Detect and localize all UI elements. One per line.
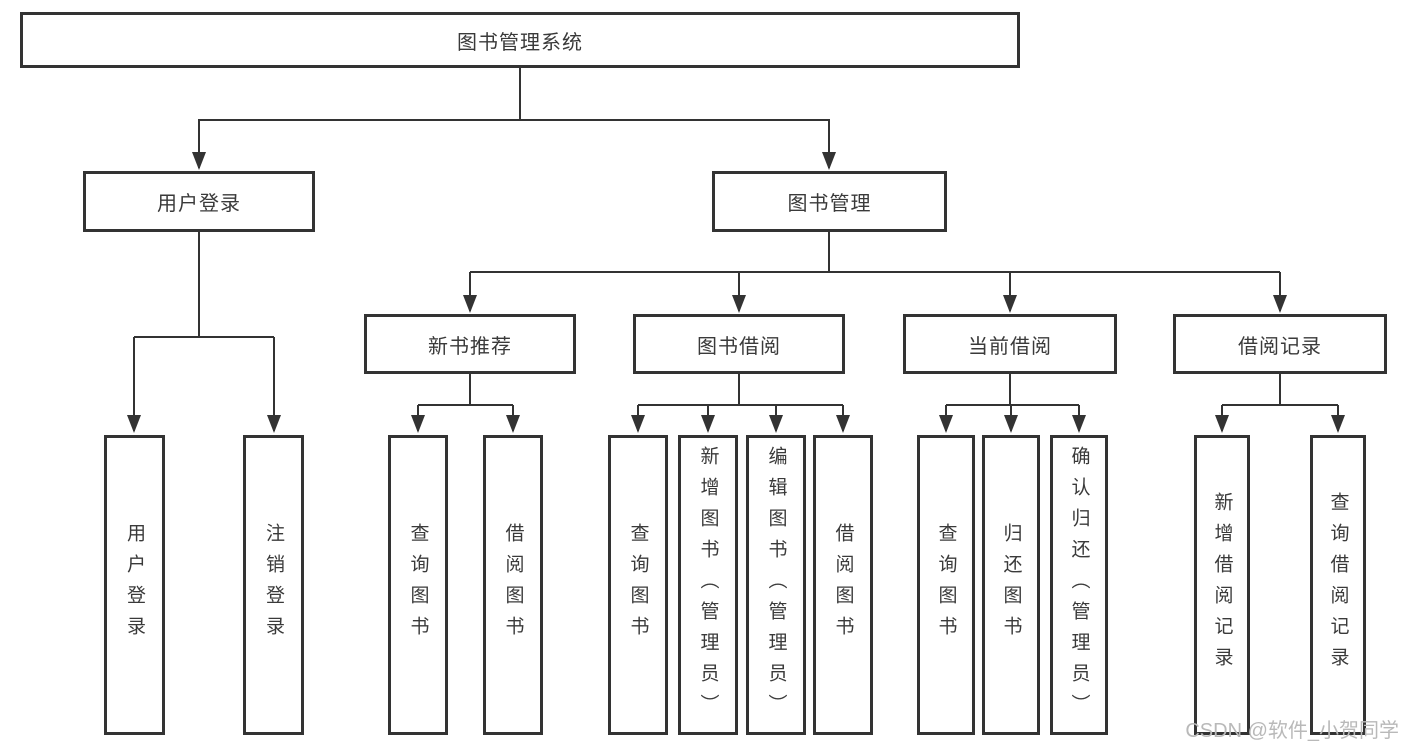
leaf-label: 用户登录	[124, 523, 145, 647]
node-label: 图书借阅	[697, 335, 781, 358]
leaf-label: 新增图书（管理员）	[697, 445, 719, 725]
leaf-borrow-books-recommend: 借阅图书	[483, 435, 543, 735]
leaf-label: 借阅图书	[502, 523, 524, 647]
leaf-label: 查询图书	[407, 523, 429, 647]
leaf-logout: 注销登录	[243, 435, 304, 735]
leaf-query-borrow-record: 查询借阅记录	[1310, 435, 1366, 735]
leaf-label: 新增借阅记录	[1211, 492, 1233, 678]
node-current-borrow: 当前借阅	[903, 314, 1117, 374]
node-new-book-recommend: 新书推荐	[364, 314, 576, 374]
leaf-confirm-return-admin: 确认归还（管理员）	[1050, 435, 1108, 735]
leaf-user-login: 用户登录	[104, 435, 165, 735]
leaf-return-books: 归还图书	[982, 435, 1040, 735]
leaf-borrow-books: 借阅图书	[813, 435, 873, 735]
node-label: 新书推荐	[428, 335, 512, 358]
node-label: 图书管理系统	[457, 31, 583, 54]
leaf-label: 查询借阅记录	[1327, 492, 1349, 678]
node-borrow-records: 借阅记录	[1173, 314, 1387, 374]
leaf-label: 借阅图书	[832, 523, 854, 647]
node-label: 借阅记录	[1238, 335, 1322, 358]
leaf-label: 查询图书	[627, 523, 649, 647]
node-user-login: 用户登录	[83, 171, 315, 232]
leaf-query-books-borrow: 查询图书	[608, 435, 668, 735]
node-book-borrow: 图书借阅	[633, 314, 845, 374]
node-label: 当前借阅	[968, 335, 1052, 358]
node-book-management: 图书管理	[712, 171, 947, 232]
leaf-label: 查询图书	[935, 523, 957, 647]
leaf-add-books-admin: 新增图书（管理员）	[678, 435, 738, 735]
leaf-label: 注销登录	[263, 523, 284, 647]
leaf-query-books-recommend: 查询图书	[388, 435, 448, 735]
leaf-query-books-current: 查询图书	[917, 435, 975, 735]
node-label: 用户登录	[157, 193, 241, 215]
leaf-edit-books-admin: 编辑图书（管理员）	[746, 435, 806, 735]
watermark: CSDN @软件_小贺同学	[1185, 720, 1399, 742]
leaf-label: 编辑图书（管理员）	[765, 445, 787, 725]
node-book-management-system: 图书管理系统	[20, 12, 1020, 68]
leaf-label: 确认归还（管理员）	[1068, 445, 1090, 725]
leaf-label: 归还图书	[1000, 523, 1022, 647]
leaf-add-borrow-record: 新增借阅记录	[1194, 435, 1250, 735]
node-label: 图书管理	[787, 193, 872, 215]
